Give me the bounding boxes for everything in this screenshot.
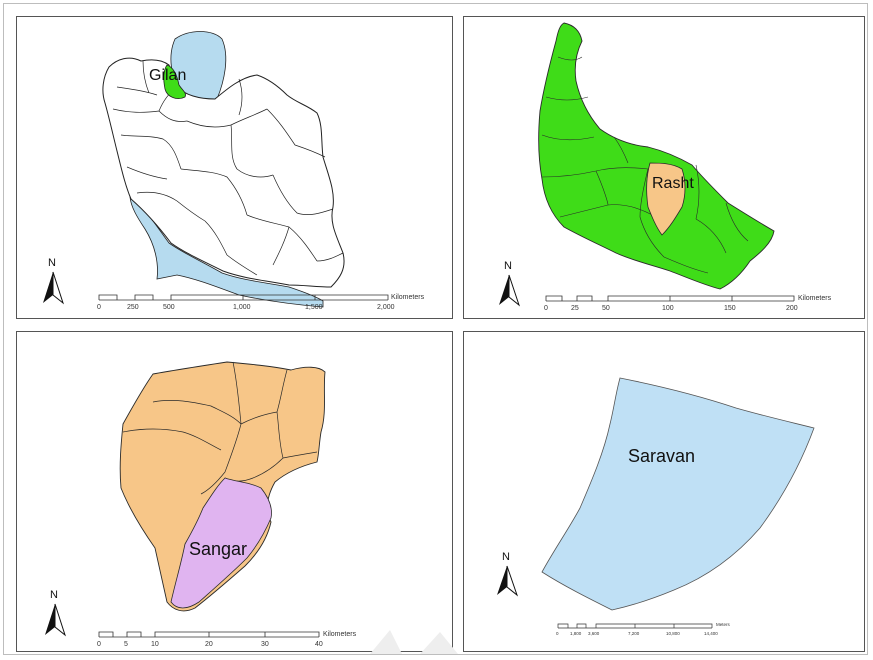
scale-tick-3: 100 [662,305,674,312]
scale-tick-1: 1,800 [570,631,582,636]
scale-tick-0: 0 [97,641,101,648]
scale-tick-2: 10 [151,641,159,648]
scale-tick-2: 3,600 [588,631,600,636]
scale-bar [98,294,389,301]
rasht-district-shape [646,162,686,236]
scale-tick-0: 0 [556,631,559,636]
scale-tick-4: 10,800 [666,631,680,636]
map-panel-saravan: Saravan N 0 1,800 3,600 7,200 10,800 14,… [463,331,865,652]
scale-tick-0: 0 [97,304,101,311]
map-saravan-svg [497,377,815,629]
scale-tick-5: 200 [786,305,798,312]
north-label: N [50,589,58,601]
scale-unit: Kilometers [323,631,357,638]
map-gilan-svg [499,22,795,307]
scale-tick-5: 2,000 [377,304,395,311]
scale-unit: Meters [716,622,730,627]
map-panel-gilan: Rasht N 0 25 50 100 150 200 Kilometers [463,16,865,319]
region-label-saravan: Saravan [628,446,696,466]
scale-tick-1: 5 [124,641,128,648]
scale-bar [557,623,713,629]
gilan-province-shape [538,22,775,290]
scale-tick-1: 250 [127,304,139,311]
watermark-logo [370,630,458,654]
scale-tick-5: 40 [315,641,323,648]
district-borders [541,56,749,274]
scale-tick-4: 150 [724,305,736,312]
map-iran-svg [43,31,389,308]
district-borders [122,361,318,495]
scale-tick-2: 500 [163,304,175,311]
north-arrow-icon [499,274,521,307]
north-label: N [502,551,510,563]
gilan-province-shape [163,64,186,99]
north-arrow-icon [43,271,64,305]
scale-tick-4: 1,500 [305,304,323,311]
scale-tick-3: 1,000 [233,304,251,311]
map-rasht-svg [45,361,326,638]
scale-tick-3: 20 [205,641,213,648]
map-panel-iran: Gilan N 0 250 500 1,000 1,500 2,000 Kilo… [16,16,453,319]
region-label-rasht: Rasht [652,175,694,192]
region-label-gilan: Gilan [149,67,187,84]
iran-outline-shape [102,57,345,288]
north-arrow-icon [497,565,519,597]
scale-unit: Kilometers [391,294,425,301]
scale-tick-1: 25 [571,305,579,312]
saravan-village-shape [541,377,815,611]
scale-tick-2: 50 [602,305,610,312]
persian-gulf-shape [129,196,324,308]
sangar-district-shape [170,477,272,609]
north-label: N [504,260,512,272]
scale-unit: Kilometers [798,295,832,302]
map-panel-rasht: Sangar N 0 5 10 20 30 40 Kilometers [16,331,453,652]
scale-tick-0: 0 [544,305,548,312]
region-label-sangar: Sangar [189,539,248,559]
north-label: N [48,257,56,269]
scale-bar [545,295,795,302]
scale-bar [98,631,320,638]
north-arrow-icon [45,603,66,637]
scale-tick-3: 7,200 [628,631,640,636]
scale-tick-4: 30 [261,641,269,648]
scale-tick-5: 14,400 [704,631,718,636]
